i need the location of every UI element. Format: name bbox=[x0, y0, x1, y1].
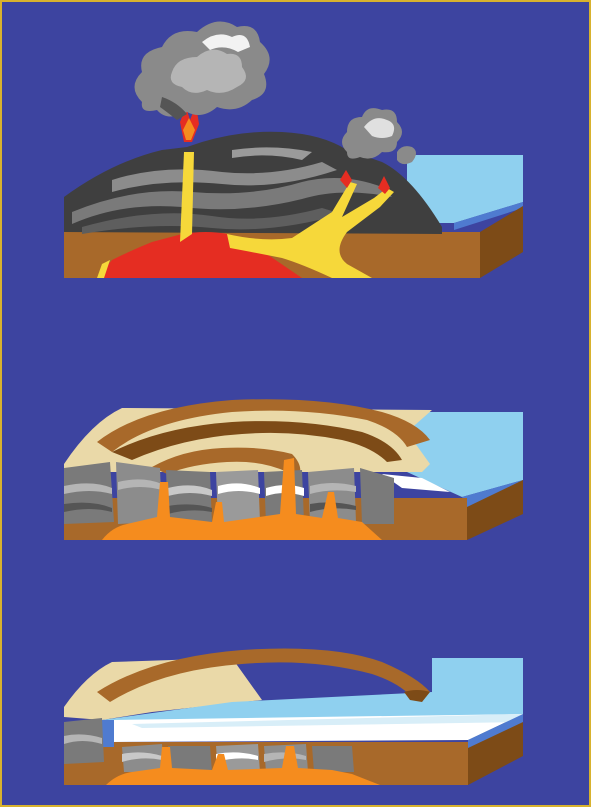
smoke-plume-main bbox=[135, 22, 270, 120]
volcanic-eruption-panel bbox=[64, 22, 523, 278]
smoke-plume-secondary bbox=[342, 108, 416, 164]
caldera-collapse-panel bbox=[64, 399, 523, 540]
caldera-lake-panel bbox=[64, 649, 523, 786]
